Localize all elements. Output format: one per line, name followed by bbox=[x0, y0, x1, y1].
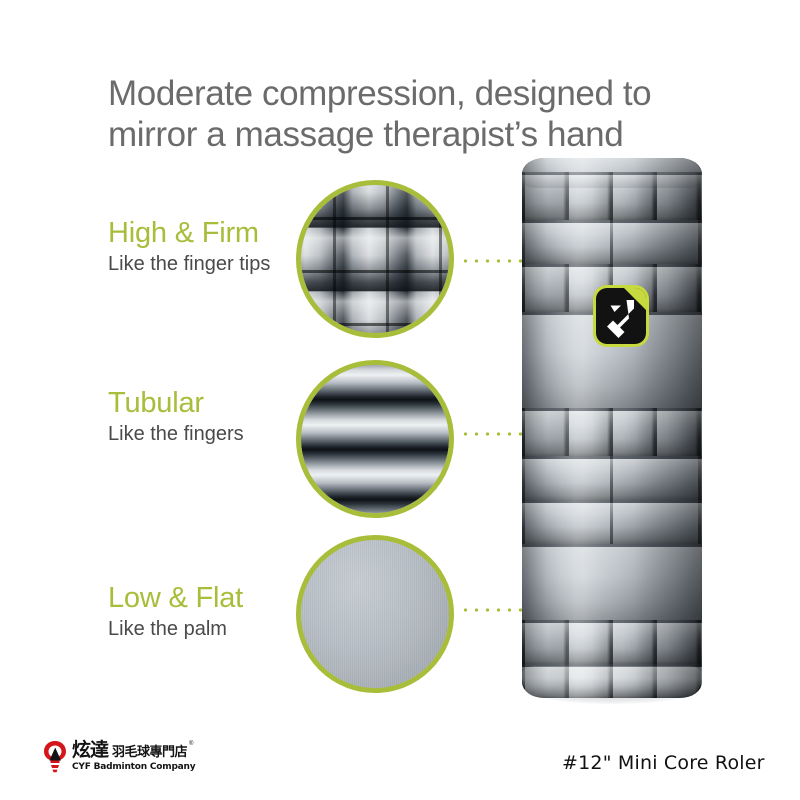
roller-band-grid bbox=[522, 664, 702, 698]
texture-closeup-low-and-flat bbox=[296, 535, 454, 693]
raised-square-nubs-texture bbox=[301, 185, 449, 333]
logo-tagline-chinese: 羽毛球專門店 bbox=[112, 744, 188, 760]
band-shading bbox=[522, 223, 702, 264]
band-shading bbox=[522, 623, 702, 664]
texture-swatch bbox=[301, 365, 449, 513]
logo-company-name-english: CYF Badminton Company bbox=[72, 761, 196, 772]
product-caption: #12" Mini Core Roler bbox=[562, 752, 765, 774]
company-logo: 炫達 羽毛球專門店 ® CYF Badminton Company bbox=[42, 736, 196, 776]
feature-title: High & Firm bbox=[108, 217, 259, 249]
feature-title: Tubular bbox=[108, 387, 204, 419]
roller-band-grid bbox=[522, 620, 702, 664]
roller-body bbox=[522, 158, 702, 698]
feature-text-high-and-firm: High & Firm Like the finger tips bbox=[108, 218, 323, 276]
roller-band-grid bbox=[522, 408, 702, 456]
texture-closeup-tubular bbox=[296, 360, 454, 518]
roller-band-tube bbox=[522, 500, 702, 544]
feature-subtitle: Like the finger tips bbox=[108, 253, 271, 276]
headline-line-2: mirror a massage therapist’s hand bbox=[108, 114, 624, 154]
band-seams bbox=[522, 500, 702, 544]
horizontal-tubular-ridges-texture bbox=[301, 365, 449, 513]
band-seams bbox=[522, 220, 702, 264]
dotted-leader-line-icon bbox=[460, 259, 566, 263]
texture-closeup-high-and-firm bbox=[296, 180, 454, 338]
roller-band-tube bbox=[522, 220, 702, 264]
band-seams bbox=[522, 456, 702, 500]
logo-chinese-line: 炫達 羽毛球專門店 ® bbox=[72, 738, 195, 761]
feature-subtitle: Like the palm bbox=[108, 618, 227, 641]
feature-text-tubular: Tubular Like the fingers bbox=[108, 388, 323, 446]
triggerpoint-logo-icon bbox=[596, 288, 646, 344]
band-shading bbox=[522, 547, 702, 620]
roller-band-tube bbox=[522, 456, 702, 500]
logo-brand-chinese: 炫達 bbox=[72, 738, 109, 761]
band-shading bbox=[522, 503, 702, 544]
band-shading bbox=[522, 459, 702, 500]
page-title: Moderate compression, designed to mirror… bbox=[108, 74, 708, 155]
badge-arrow-glyph bbox=[607, 300, 634, 338]
shuttlecock-logo-icon bbox=[42, 739, 68, 773]
roller-band-flat bbox=[522, 544, 702, 620]
band-shading bbox=[522, 411, 702, 456]
feature-title: Low & Flat bbox=[108, 582, 243, 614]
logo-text-block: 炫達 羽毛球專門店 ® CYF Badminton Company bbox=[72, 738, 196, 772]
band-shading bbox=[522, 175, 702, 220]
flat-smooth-surface-texture bbox=[301, 540, 449, 688]
texture-swatch bbox=[301, 185, 449, 333]
roller-band-grid bbox=[522, 172, 702, 220]
registered-trademark-icon: ® bbox=[189, 740, 194, 747]
headline-line-1: Moderate compression, designed to bbox=[108, 74, 652, 113]
texture-swatch bbox=[301, 540, 449, 688]
band-shading bbox=[522, 667, 702, 698]
product-image-foam-roller bbox=[522, 158, 702, 704]
feature-subtitle: Like the fingers bbox=[108, 423, 244, 446]
feature-text-low-and-flat: Low & Flat Like the palm bbox=[108, 583, 323, 641]
